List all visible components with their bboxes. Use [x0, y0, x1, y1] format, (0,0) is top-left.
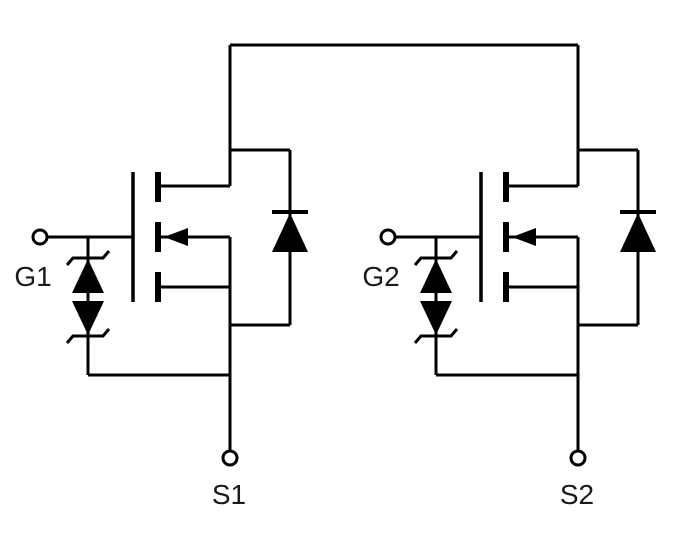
q2-gate-zener-top-triangle: [420, 259, 452, 293]
q2-body-arrow-icon: [512, 228, 536, 246]
q1-gate-zener-bottom-bar: [65, 328, 111, 344]
source-terminal-s2: [569, 449, 587, 467]
label-s1: S1: [212, 479, 246, 510]
q1-gate-zener-top-bar: [65, 250, 111, 266]
gate-terminal-g2: [379, 228, 397, 246]
q1-gate-zener-bottom-triangle: [72, 301, 104, 335]
q1-body-arrow-icon: [164, 228, 188, 246]
q1-body-diode-triangle: [272, 213, 308, 252]
label-g1: G1: [14, 261, 51, 292]
q2-gate-zener-bottom-triangle: [420, 301, 452, 335]
label-g2: G2: [362, 261, 399, 292]
q2-gate-zener-bottom-bar: [413, 328, 459, 344]
label-s2: S2: [560, 479, 594, 510]
gate-terminal-g1: [31, 228, 49, 246]
q2-gate-zener-top-bar: [413, 250, 459, 266]
transistor-q1-group: G1 S1: [14, 45, 308, 510]
q2-wires: [395, 45, 640, 451]
q1-gate-zener-top-triangle: [72, 259, 104, 293]
q2-body-diode-triangle: [620, 213, 656, 252]
transistor-q2-group: G2 S2: [362, 45, 656, 510]
source-terminal-s1: [221, 449, 239, 467]
q1-wires: [47, 45, 292, 451]
